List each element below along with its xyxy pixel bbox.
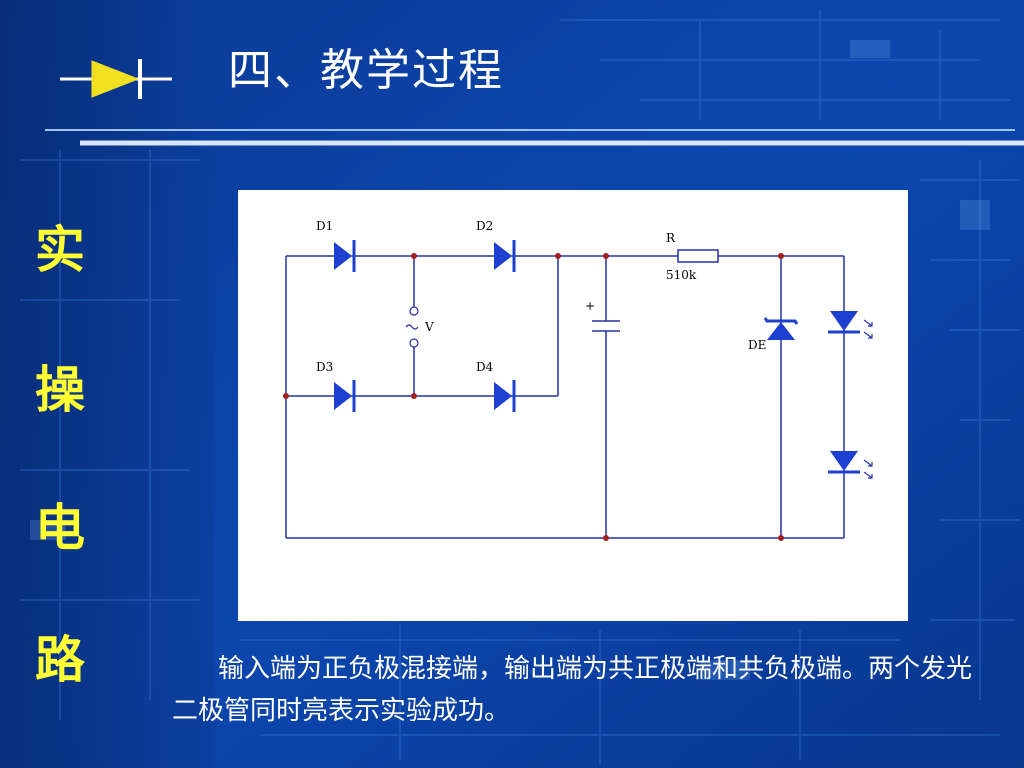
side-title-char-4: 路 [35, 630, 85, 689]
label-source: V [424, 320, 434, 334]
caption-text: 输入端为正负极混接端，输出端为共正极端和共负极端。两个发光二极管同时亮表示实验成… [172, 654, 973, 726]
diode-d1 [334, 240, 356, 272]
led-upper [828, 311, 873, 339]
diode-d4 [494, 380, 516, 412]
label-capacitor-plus: + [585, 299, 595, 313]
circuit-diagram: D1 D2 D3 D4 R 510k V + DE [283, 219, 873, 541]
side-title-char-3: 电 [35, 498, 85, 557]
resistor [677, 249, 719, 263]
label-d3: D3 [316, 360, 333, 374]
led-lower [828, 451, 873, 479]
node-dots [283, 253, 784, 541]
diode-d2 [494, 240, 516, 272]
label-d4: D4 [476, 360, 494, 374]
circuit-diagram-panel: D1 D2 D3 D4 R 510k V + DE [238, 190, 908, 621]
zener-diode [763, 317, 799, 340]
slide-title: 四、教学过程 [228, 45, 504, 96]
side-title-char-1: 实 [35, 220, 85, 279]
ac-source [405, 306, 419, 348]
diode-arrow-icon [60, 59, 172, 99]
label-d1: D1 [316, 219, 333, 233]
label-resistor-value: 510k [666, 268, 697, 282]
side-title-char-2: 操 [35, 360, 85, 419]
diode-d3 [334, 380, 356, 412]
label-resistor: R [666, 231, 676, 245]
label-d2: D2 [476, 219, 493, 233]
circuit-wires [285, 255, 845, 539]
capacitor [592, 320, 620, 332]
label-zener: DE [748, 338, 766, 352]
